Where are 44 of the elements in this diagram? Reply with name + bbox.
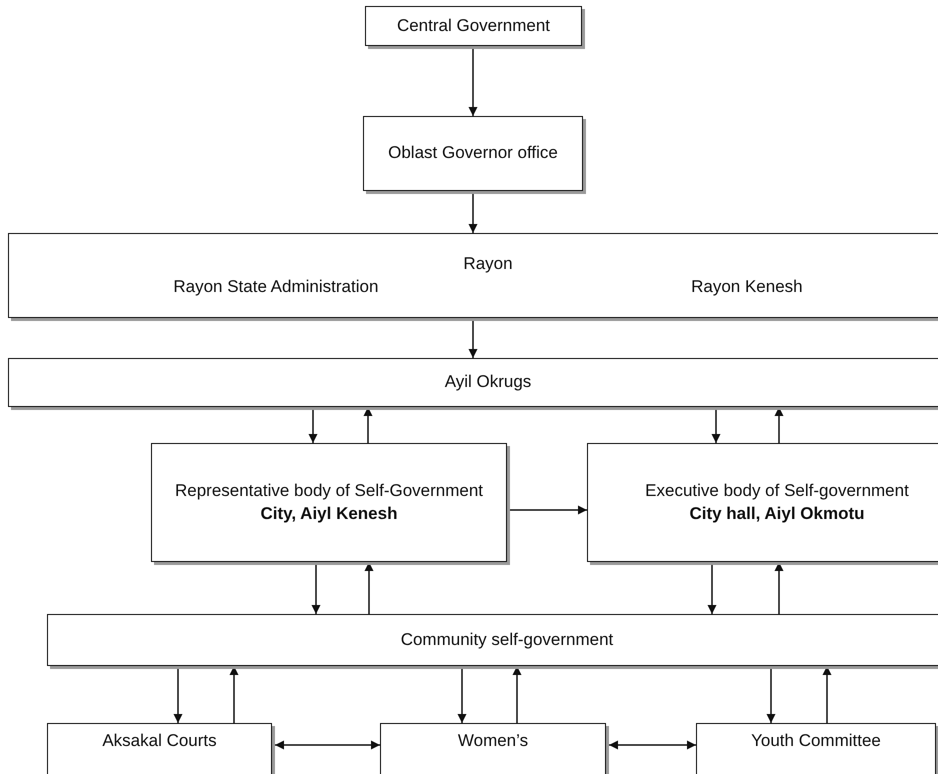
arrow [230, 666, 238, 723]
arrow [766, 666, 776, 723]
org-box [587, 443, 938, 562]
arrow [312, 562, 320, 614]
box-label: Representative body of Self-Government [174, 480, 484, 502]
org-box [696, 723, 936, 774]
arrow [712, 407, 720, 443]
arrow [468, 191, 478, 233]
org-box [47, 614, 938, 666]
org-box [365, 6, 582, 46]
box-heading: Rayon [463, 252, 513, 275]
arrow [364, 562, 374, 614]
box-subtitle: City, Aiyl Kenesh [260, 502, 398, 524]
arrow [774, 407, 784, 443]
arrow [510, 506, 587, 514]
arrow [822, 666, 832, 723]
arrow [364, 407, 372, 443]
arrow [468, 318, 478, 358]
box-subheading: Rayon Kenesh [691, 276, 803, 298]
arrow [609, 740, 696, 750]
arrow [308, 407, 318, 443]
arrow [275, 740, 380, 750]
org-box [8, 233, 938, 318]
arrow [174, 666, 182, 723]
box-label: Women’s [458, 730, 528, 752]
box-label: Aksakal Courts [102, 730, 217, 752]
arrow [512, 666, 522, 723]
arrow [708, 562, 716, 614]
box-label: Community self-government [400, 628, 614, 651]
org-box [8, 358, 938, 407]
arrow [774, 562, 784, 614]
org-box [151, 443, 507, 562]
arrow [458, 666, 466, 723]
org-box [380, 723, 606, 774]
box-subtitle: City hall, Aiyl Okmotu [689, 502, 865, 524]
arrow [468, 46, 478, 116]
box-subheading: Rayon State Administration [173, 276, 378, 298]
box-label: Ayil Okrugs [444, 371, 532, 394]
box-label: Central Government [396, 14, 550, 37]
org-box [47, 723, 272, 774]
box-label: Youth Committee [751, 730, 881, 752]
org-box [363, 116, 583, 191]
box-label: Oblast Governor office [388, 142, 558, 164]
box-label: Executive body of Self-government [645, 480, 909, 502]
